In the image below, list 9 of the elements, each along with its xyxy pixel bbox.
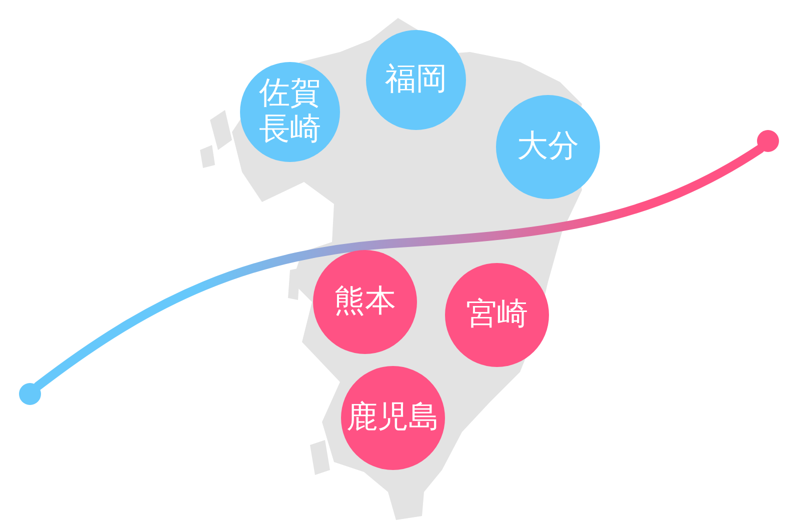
prefecture-name: 大分 xyxy=(517,129,579,165)
dot xyxy=(19,383,41,405)
prefecture-name: 熊本 xyxy=(334,284,396,320)
curve-line xyxy=(33,144,765,391)
prefecture-name: 宮崎 xyxy=(466,297,528,333)
dot xyxy=(757,130,779,152)
prefecture-name: 福岡 xyxy=(385,62,447,98)
prefecture-name: 佐賀長崎 xyxy=(258,76,322,148)
prefecture-name: 鹿児島 xyxy=(346,400,440,436)
